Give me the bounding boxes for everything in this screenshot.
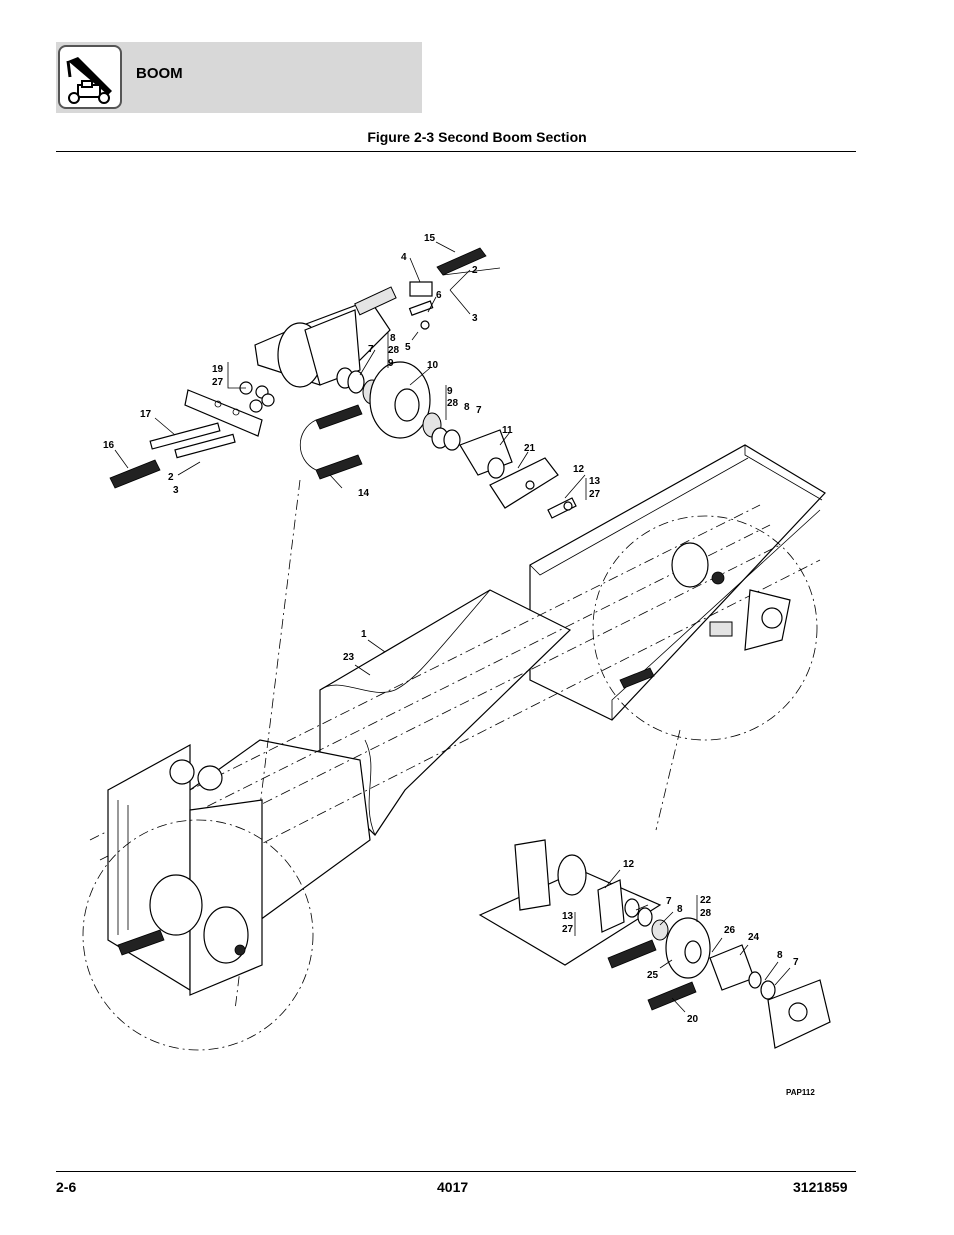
callout-7: 7 <box>476 405 482 416</box>
upper-exploded-parts <box>109 247 577 519</box>
section-title: BOOM <box>136 65 183 82</box>
lower-exploded-parts <box>478 839 831 1049</box>
callout-8: 8 <box>390 333 396 344</box>
callout-8: 8 <box>777 950 783 961</box>
callout-24: 24 <box>748 932 760 943</box>
callout-labels: 15 4 2 6 3 8 28 7 5 9 10 19 27 9 28 8 7 … <box>103 233 799 1025</box>
callout-22: 22 <box>700 895 712 906</box>
callout-6: 6 <box>436 290 442 301</box>
callout-27: 27 <box>212 377 224 388</box>
callout-23: 23 <box>343 652 355 663</box>
model-number: 4017 <box>437 1179 469 1195</box>
callout-8: 8 <box>464 402 470 413</box>
telehandler-icon <box>58 45 122 109</box>
callout-3: 3 <box>472 313 478 324</box>
callout-25: 25 <box>647 970 659 981</box>
callout-17: 17 <box>140 409 152 420</box>
callout-9: 9 <box>388 358 394 369</box>
callout-2: 2 <box>472 265 478 276</box>
callout-12: 12 <box>623 859 635 870</box>
callout-2: 2 <box>168 472 174 483</box>
callout-28: 28 <box>388 345 400 356</box>
callout-4: 4 <box>401 252 407 263</box>
callout-20: 20 <box>687 1014 699 1025</box>
callout-5: 5 <box>405 342 411 353</box>
callout-11: 11 <box>502 425 513 436</box>
page-number: 2-6 <box>56 1179 77 1195</box>
callout-9: 9 <box>447 386 453 397</box>
boom-head-frame <box>82 743 314 1051</box>
callout-27: 27 <box>589 489 601 500</box>
callout-26: 26 <box>724 925 736 936</box>
callout-21: 21 <box>524 443 536 454</box>
callout-8: 8 <box>677 904 683 915</box>
footer-rule <box>56 1171 856 1172</box>
callout-3: 3 <box>173 485 179 496</box>
wear-pad-chain <box>436 247 487 276</box>
callout-7: 7 <box>368 344 374 355</box>
callout-19: 19 <box>212 364 224 375</box>
callout-1: 1 <box>361 629 367 640</box>
document-number: 3121859 <box>793 1179 848 1195</box>
section-header: BOOM <box>56 42 422 113</box>
callout-27: 27 <box>562 924 574 935</box>
leader-lines <box>114 241 791 1013</box>
callout-13: 13 <box>562 911 574 922</box>
callout-16: 16 <box>103 440 115 451</box>
boom-far-end <box>592 515 818 741</box>
callout-28: 28 <box>447 398 459 409</box>
callout-14: 14 <box>358 488 370 499</box>
header-rule <box>56 151 856 152</box>
callout-28: 28 <box>700 908 712 919</box>
callout-7: 7 <box>666 896 672 907</box>
callout-12: 12 <box>573 464 585 475</box>
callout-7: 7 <box>793 957 799 968</box>
figure-title: Figure 2-3 Second Boom Section <box>367 129 587 145</box>
callout-15: 15 <box>424 233 436 244</box>
callout-13: 13 <box>589 476 601 487</box>
callout-10: 10 <box>427 360 439 371</box>
figure-code: PAP112 <box>786 1088 815 1097</box>
